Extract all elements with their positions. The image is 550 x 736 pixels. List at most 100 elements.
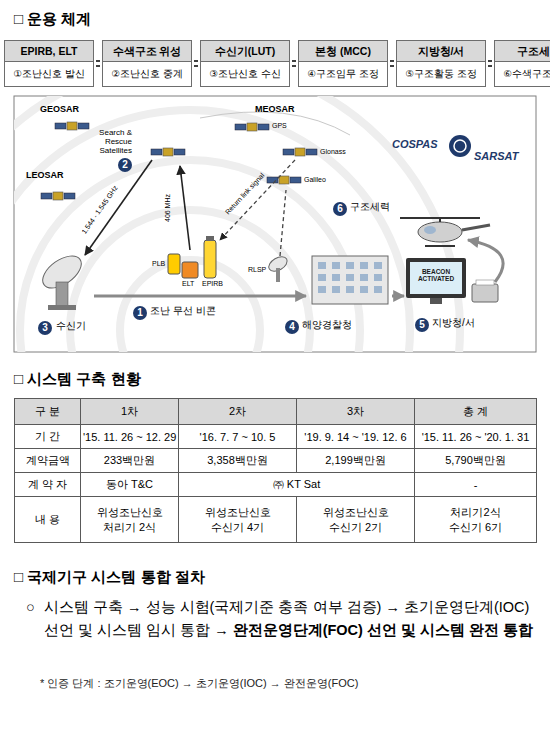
status-table: 처리기2식 수신기 6기	[415, 497, 537, 543]
satellite-icons	[41, 122, 317, 200]
coast-guard-building	[360, 286, 368, 293]
part-label: EPIRB	[202, 280, 223, 288]
receiver-dish	[56, 282, 68, 306]
status-table: 구 분 1차 2차 3차 총 계	[15, 399, 537, 425]
box-body: ①조난신호 발신	[5, 62, 93, 86]
sarsat-logo	[454, 140, 466, 152]
satellite-icons	[151, 148, 185, 156]
status-table: ㈜ KT Sat	[179, 473, 415, 497]
coast-guard-building	[318, 262, 382, 293]
radio-waves	[14, 96, 460, 352]
coast-guard-building	[312, 256, 388, 304]
callout-number: 4	[285, 320, 299, 334]
box-body: ②조난신호 중계	[103, 62, 191, 86]
text-label: 3,358백만원	[207, 454, 268, 466]
beacon-devices	[204, 240, 216, 278]
text-label: 기 간	[35, 430, 60, 442]
text-label: 2차	[229, 405, 246, 417]
process-box: 수색구조 위성②조난신호 중계	[102, 40, 192, 87]
part-label: MEOSAR	[255, 104, 295, 114]
coast-guard-building	[374, 274, 382, 281]
box-body: ④구조임무 조정	[299, 62, 387, 86]
connector-line	[292, 65, 296, 67]
text-label: ㈜ KT Sat	[273, 478, 320, 490]
flow-connector	[390, 61, 394, 66]
connector-line	[390, 65, 394, 67]
part-label: 해양경찰청	[302, 319, 352, 331]
status-table: 위성조난신호 수신기 2기	[297, 497, 415, 543]
coast-guard-building	[374, 262, 382, 269]
section-heading: □ 시스템 구축 현황	[14, 370, 141, 389]
beacon-devices	[206, 236, 214, 241]
status-table: 233백만원	[81, 449, 179, 473]
radio-waves	[14, 110, 410, 352]
text-label: -	[474, 479, 478, 491]
part-label: COSPAS	[392, 138, 438, 151]
coast-guard-building	[346, 286, 354, 293]
signal-arrows	[85, 160, 503, 296]
helicopter	[418, 222, 462, 242]
status-table: 위성조난신호 처리기 2식	[81, 497, 179, 543]
coast-guard-building	[318, 262, 326, 269]
rlsp-dish	[266, 254, 289, 282]
text-label: 3차	[347, 405, 364, 417]
coast-guard-building	[332, 274, 340, 281]
part-label: GPS	[272, 122, 287, 130]
monitor-printer	[476, 280, 494, 285]
connector-line	[194, 60, 198, 62]
callout-number: 6	[333, 202, 347, 216]
part-label: 구조세력	[350, 201, 390, 213]
callout-number: 1	[133, 306, 147, 320]
connector-line	[292, 60, 296, 62]
signal-arrows	[468, 240, 503, 282]
status-table: 기 간	[15, 425, 81, 449]
coast-guard-building	[360, 262, 368, 269]
status-table: 동아 T&C	[81, 473, 179, 497]
satellite-icons	[235, 123, 269, 131]
text-label: 처리기2식 수신기 6기	[434, 505, 518, 535]
radio-waves	[20, 160, 360, 352]
satellite-icons	[55, 122, 89, 130]
text-label: 233백만원	[104, 454, 155, 466]
status-table: 2차	[179, 399, 297, 425]
coast-guard-building	[318, 274, 326, 281]
status-table: 3,358백만원	[179, 449, 297, 473]
part-label: Search & Rescue Satellites	[86, 128, 132, 156]
text-label: 위성조난신호 수신기 2기	[314, 505, 398, 535]
signal-arrows	[280, 190, 286, 256]
beacon-devices	[182, 262, 198, 278]
part-label: LEOSAR	[26, 170, 64, 180]
text-label: 내 용	[35, 513, 60, 525]
status-table: 계 약 자	[15, 473, 81, 497]
radio-waves	[14, 96, 460, 352]
section-heading: □ 국제기구 시스템 통합 절차	[14, 568, 205, 587]
status-table: 5,790백만원	[415, 449, 537, 473]
coast-guard-building	[346, 262, 354, 269]
helicopter	[439, 218, 441, 222]
status-table: -	[415, 473, 537, 497]
text-label: 동아 T&C	[106, 478, 153, 490]
part-label: PLB	[152, 260, 165, 268]
rlsp-dish	[276, 268, 280, 282]
status-table: 계약금액	[15, 449, 81, 473]
bullet: ○	[26, 596, 44, 619]
box-heading: 수색구조 위성	[103, 41, 191, 62]
coast-guard-building	[346, 274, 354, 281]
box-body: ⑤구조활동 조정	[397, 62, 485, 86]
part-label: ELT	[182, 280, 194, 288]
coast-guard-building	[360, 274, 368, 281]
box-heading: 본청 (MCC)	[299, 41, 387, 62]
signal-arrows	[180, 166, 190, 250]
process-box: EPIRB, ELT①조난신호 발신	[4, 40, 94, 87]
part-label: 406 MHz	[164, 194, 172, 222]
status-table: 3차	[297, 399, 415, 425]
beacon-devices	[168, 236, 216, 278]
status-table: '15. 11. 26 ~ 12. 29	[81, 425, 179, 449]
receiver-dish	[48, 305, 76, 310]
coast-guard-building	[332, 262, 340, 269]
part-label: 지방청/서	[432, 317, 475, 329]
flow-connector	[194, 61, 198, 66]
text-label: '16. 7. 7 ~ 10. 5	[200, 431, 276, 443]
text-label: 구 분	[35, 405, 60, 417]
coast-guard-building	[374, 286, 382, 293]
